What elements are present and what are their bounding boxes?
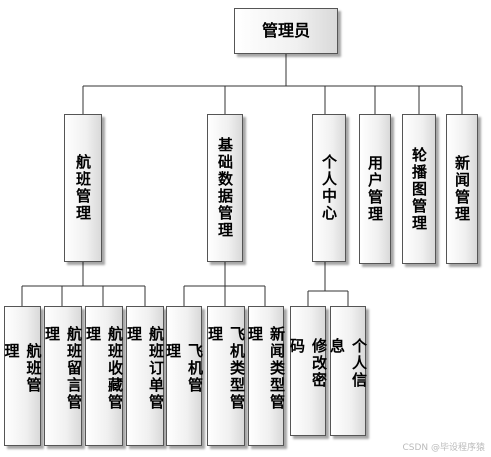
node-news-management: 新闻管理: [446, 114, 478, 264]
node-label: 航班订单管理: [125, 326, 165, 411]
node-flight-management: 航班管理: [64, 114, 102, 262]
node-label: 修改密码: [288, 338, 328, 389]
node-label: 飞机管理: [164, 343, 204, 394]
node-label: 用户管理: [366, 155, 384, 223]
node-basic-data-management: 基础数据管理: [207, 114, 243, 262]
node-aircraft-management: 飞机管理: [164, 306, 204, 446]
node-flight-mgmt-child: 航班管理: [3, 306, 43, 446]
node-user-management: 用户管理: [359, 114, 391, 264]
node-label: 航班管理: [74, 154, 92, 222]
node-news-type-management: 新闻类型管理: [246, 306, 286, 446]
node-aircraft-type-management: 飞机类型管理: [206, 306, 246, 446]
watermark: CSDN @毕设程序猿: [402, 443, 485, 453]
node-change-password: 修改密码: [288, 306, 328, 436]
node-personal-info: 个人信息: [328, 306, 368, 436]
root-label: 管理员: [261, 21, 310, 40]
node-label: 个人中心: [320, 154, 338, 222]
node-label: 个人信息: [328, 338, 368, 389]
node-label: 航班留言管理: [43, 326, 83, 411]
node-label: 航班管理: [2, 343, 43, 394]
node-flight-comment-management: 航班留言管理: [43, 306, 83, 446]
node-label: 新闻管理: [453, 155, 471, 223]
node-personal-center: 个人中心: [312, 114, 346, 262]
node-carousel-management: 轮播图管理: [402, 114, 436, 264]
node-flight-favorite-management: 航班收藏管理: [84, 306, 124, 446]
node-label: 飞机类型管理: [206, 326, 246, 411]
node-flight-order-management: 航班订单管理: [125, 306, 165, 446]
node-label: 轮播图管理: [410, 146, 428, 232]
node-label: 基础数据管理: [216, 137, 234, 239]
node-label: 新闻类型管理: [246, 326, 286, 411]
node-label: 航班收藏管理: [84, 326, 124, 411]
root-node-admin: 管理员: [234, 8, 338, 54]
